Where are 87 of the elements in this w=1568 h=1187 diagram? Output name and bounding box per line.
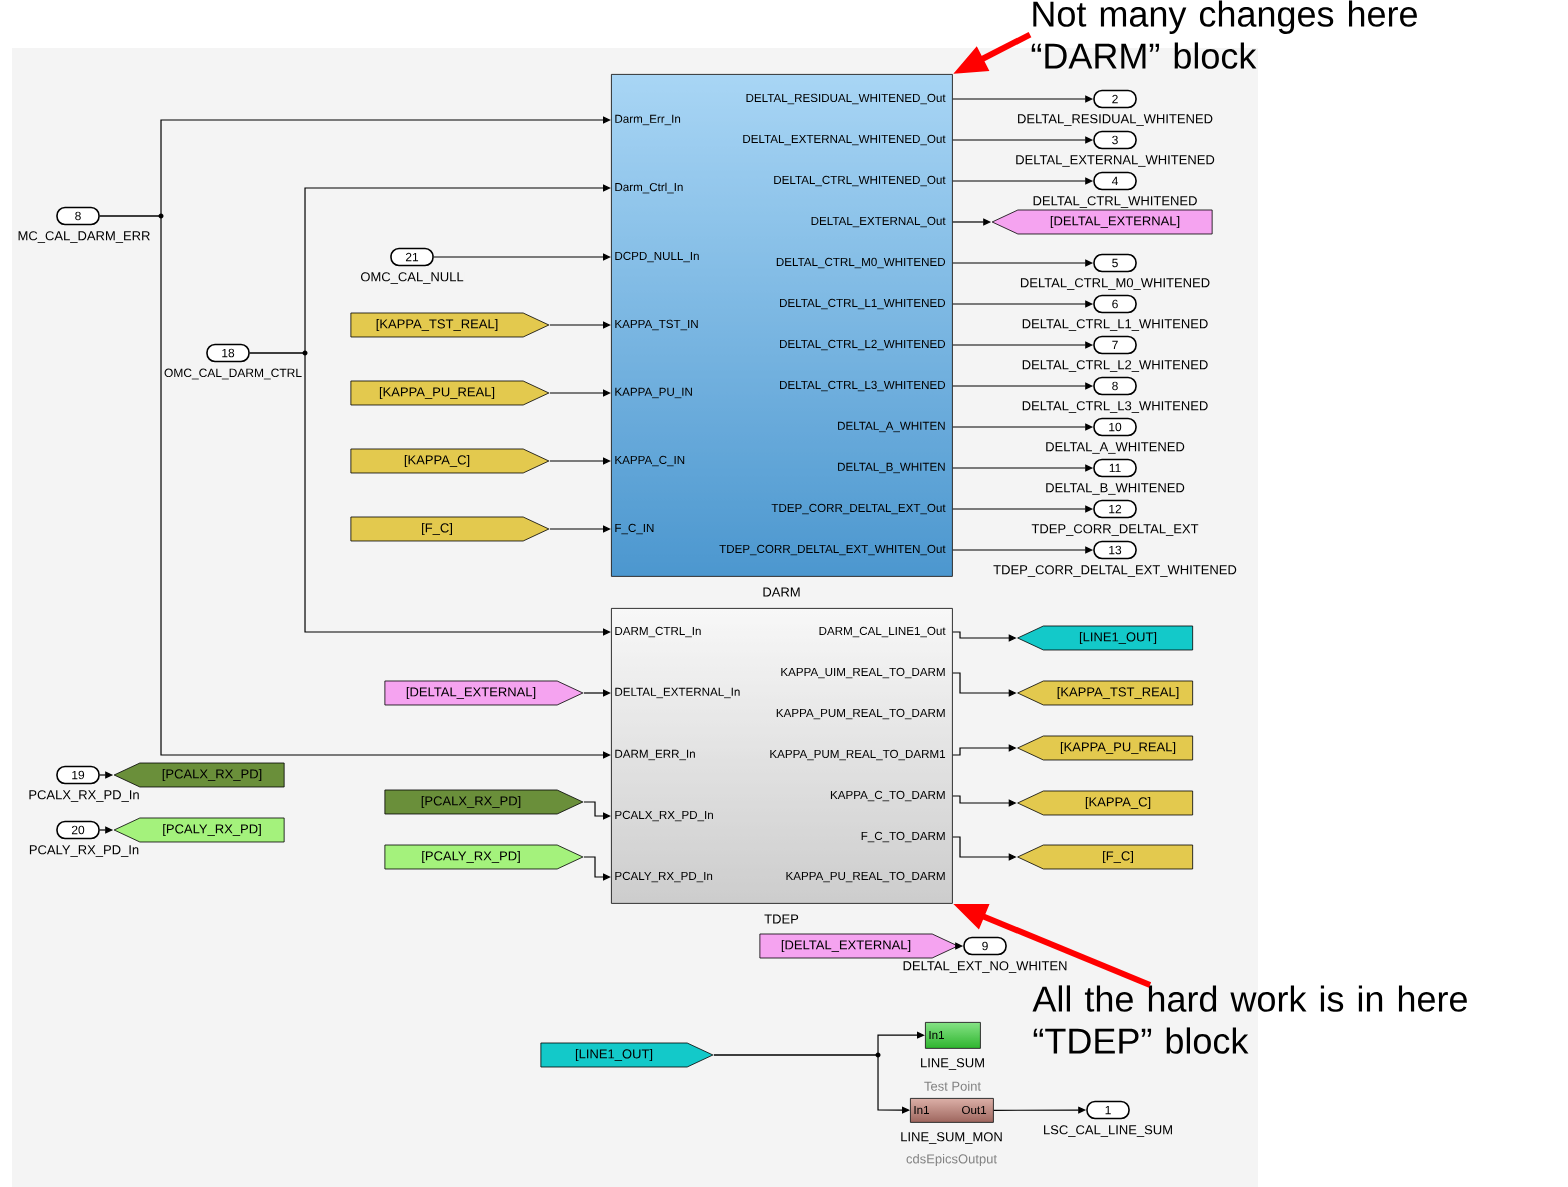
port-label: KAPPA_PUM_REAL_TO_DARM1 [770,749,946,761]
port-label: F_C_IN [615,523,654,535]
signal-tag: [PCALY_RX_PD] [113,817,285,843]
signal-tag: [F_C] [350,516,550,542]
signal-tag: [DELTAL_EXTERNAL] [991,209,1213,235]
port-name: DELTAL_CTRL_WHITENED [1031,195,1199,209]
signal-tag: [KAPPA_TST_REAL] [1017,680,1194,706]
signal-tag: [KAPPA_C] [1017,790,1194,816]
block-label: LINE_SUM_MON [901,1132,1002,1144]
port-label: DELTAL_B_WHITEN [838,462,945,474]
signal-tag: [DELTAL_EXTERNAL] [759,933,959,959]
port-label: In1 [929,1031,944,1039]
port-label: DELTAL_CTRL_WHITENED_Out [774,175,946,187]
port-label: In1 [914,1106,929,1114]
port-name: DELTAL_CTRL_M0_WHITENED [1018,277,1212,291]
port-name: OMC_CAL_NULL [359,271,465,285]
port-label: KAPPA_UIM_REAL_TO_DARM [781,667,945,679]
signal-tag: [PCALY_RX_PD] [384,844,584,870]
port-label: DARM_ERR_In [615,749,695,761]
port-label: F_C_TO_DARM [861,831,945,843]
port-name: DELTAL_EXTERNAL_WHITENED [1014,154,1216,168]
port-name: LSC_CAL_LINE_SUM [1042,1124,1175,1138]
port-name: DELTAL_CTRL_L2_WHITENED [1020,359,1210,373]
signal-line [713,1054,910,1114]
signal-tag: [LINE1_OUT] [540,1042,714,1068]
signal-line [433,253,611,261]
port-label: DARM_CAL_LINE1_Out [819,626,946,638]
block-label: LINE_SUM [921,1058,984,1070]
port-name: PCALY_RX_PD_In [27,844,141,858]
port-label: DELTAL_CTRL_M0_WHITENED [776,257,946,269]
signal-line [583,801,611,820]
port-label: KAPPA_PU_IN [615,387,692,399]
signal-tag: [DELTAL_EXTERNAL] [384,680,584,706]
port-label: PCALX_RX_PD_In [615,810,713,822]
port-label: DELTAL_CTRL_L2_WHITENED [780,339,946,351]
port-name: TDEP_CORR_DELTAL_EXT [1030,523,1200,537]
port-label: Out1 [962,1105,987,1115]
port-label: DCPD_NULL_In [615,251,699,263]
port-name: DELTAL_CTRL_L1_WHITENED [1020,318,1210,332]
signal-line [99,215,611,759]
block-label: TDEP [764,914,799,924]
block-label: cdsEpicsOutput [906,1153,997,1167]
port-label: DELTAL_RESIDUAL_WHITENED_Out [746,93,946,105]
port-label: KAPPA_C_TO_DARM [830,790,945,802]
port-name: DELTAL_CTRL_L3_WHITENED [1020,400,1210,414]
port-label: TDEP_CORR_DELTAL_EXT_WHITEN_Out [719,544,946,556]
port-label: TDEP_CORR_DELTAL_EXT_Out [771,503,946,515]
port-label: DELTAL_EXTERNAL_In [615,687,740,699]
signal-line [549,321,611,329]
port-label: DELTAL_EXTERNAL_WHITENED_Out [743,134,946,146]
port-label: KAPPA_C_IN [615,455,685,467]
port-label: DELTAL_CTRL_L3_WHITENED [780,380,946,392]
port-name: DELTAL_A_WHITENED [1044,441,1186,455]
signal-tag: [PCALX_RX_PD] [113,762,285,788]
signal-tag: [PCALX_RX_PD] [384,789,584,815]
port-label: DELTAL_CTRL_L1_WHITENED [780,298,946,310]
port-label: DELTAL_EXTERNAL_Out [811,216,946,228]
port-name: MC_CAL_DARM_ERR [16,230,152,244]
signal-line [249,352,611,636]
port-name: PCALX_RX_PD_In [27,789,141,803]
signal-line [583,689,611,697]
port-label: Darm_Err_In [615,114,681,126]
signal-line [549,389,611,397]
port-label: KAPPA_PU_REAL_TO_DARM [786,871,945,883]
port-name: DELTAL_RESIDUAL_WHITENED [1016,113,1214,127]
signal-tag: [LINE1_OUT] [1017,625,1194,651]
annotation-text: All the hard work is in here “TDEP” block [1032,985,1467,1054]
port-name: DELTAL_B_WHITENED [1044,482,1186,496]
signal-line [549,457,611,465]
signal-line [549,525,611,533]
annotation-text: Not many changes here “DARM” block [1031,0,1417,69]
block-label: DARM [763,587,800,597]
signal-tag: [KAPPA_PU_REAL] [1017,735,1194,761]
port-label: Darm_Ctrl_In [615,182,683,194]
port-label: KAPPA_PUM_REAL_TO_DARM [776,708,945,720]
signal-tag: [KAPPA_PU_REAL] [350,380,550,406]
port-label: DELTAL_A_WHITEN [838,421,945,433]
port-label: PCALY_RX_PD_In [615,871,713,883]
port-label: DARM_CTRL_In [615,626,701,638]
signal-line [583,856,611,881]
block-label: Test Point [924,1081,981,1091]
signal-tag: [KAPPA_C] [350,448,550,474]
port-label: KAPPA_TST_IN [615,319,698,331]
signal-tag: [F_C] [1017,844,1194,870]
port-name: DELTAL_EXT_NO_WHITEN [901,960,1069,974]
port-name: TDEP_CORR_DELTAL_EXT_WHITENED [992,564,1238,578]
signal-tag: [KAPPA_TST_REAL] [350,312,550,338]
